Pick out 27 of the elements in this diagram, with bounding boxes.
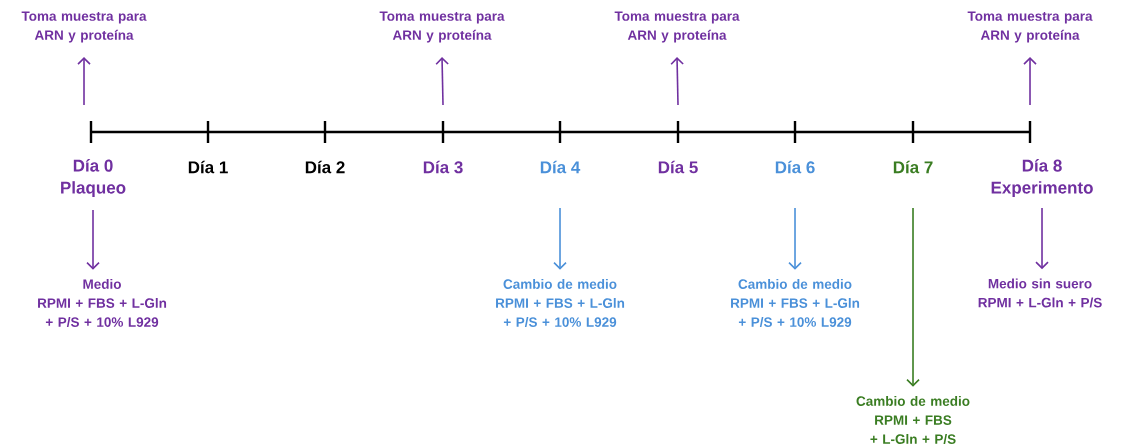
day-label: Día 5 <box>658 160 698 174</box>
arrow <box>670 57 684 106</box>
day-label: Día 2 <box>305 160 345 174</box>
day-label: Día 6 <box>775 160 815 174</box>
arrow <box>1035 207 1049 270</box>
day-label: Día 0 Plaqueo <box>61 159 126 197</box>
sample-note: Toma muestra para ARN y proteína <box>21 11 147 43</box>
arrow <box>77 57 91 106</box>
arrow <box>906 207 920 387</box>
medium-note: Cambio de medio RPMI + FBS + L-Gln + P/S + 10% L929 <box>496 278 625 328</box>
day-label: Día 4 <box>540 160 581 174</box>
arrow <box>553 207 567 270</box>
medium-note: Cambio de medio RPMI + FBS + L-Gln + P/S + 10% L929 <box>731 278 860 328</box>
arrow <box>86 209 100 270</box>
arrow <box>1023 57 1037 106</box>
day-label: Día 1 <box>188 160 228 174</box>
medium-note: Cambio de medio RPMI + FBS + L-Gln + P/S <box>856 396 970 445</box>
day-label: Día 8 Experimento <box>991 159 1093 197</box>
day-label: Día 3 <box>423 160 463 174</box>
arrow <box>788 207 802 270</box>
medium-note: Medio sin suero RPMI + L-Gln + P/S <box>978 278 1102 308</box>
day-label: Día 7 <box>893 160 933 174</box>
sample-note: Toma muestra para ARN y proteína <box>967 11 1093 43</box>
arrow <box>435 57 449 106</box>
sample-note: Toma muestra para ARN y proteína <box>379 11 505 43</box>
medium-note: Medio RPMI + FBS + L-Gln + P/S + 10% L929 <box>38 278 167 328</box>
sample-note: Toma muestra para ARN y proteína <box>614 11 740 43</box>
